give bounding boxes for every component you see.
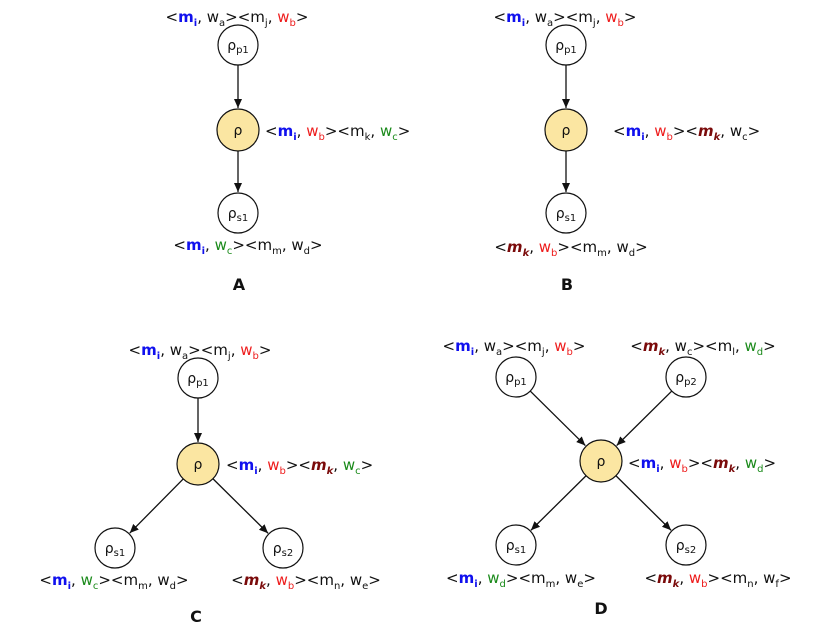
node-label-C-s2: ρs2 — [273, 541, 293, 559]
edge-D-c-s2 — [615, 475, 672, 531]
node-label-D-s1: ρs1 — [506, 538, 526, 556]
edge-D-c-s1 — [530, 475, 587, 531]
tuple-label-D-s1: <mi, wd><mm, we> — [446, 569, 596, 590]
node-D-p1 — [495, 356, 537, 398]
tuple-label-D-p1: <mi, wa><mj, wb> — [443, 337, 586, 358]
node-B-c — [544, 108, 588, 152]
tuple-label-A-s1: <mi, wc><mm, wd> — [173, 236, 322, 257]
panel-label-C: C — [190, 607, 202, 626]
tuple-label-A-p1: <mi, wa><mj, wb> — [166, 8, 309, 29]
node-label-D-s2: ρs2 — [676, 538, 696, 556]
node-B-p1 — [545, 24, 587, 66]
edge-D-p1-c — [529, 390, 586, 446]
node-C-s1 — [94, 527, 136, 569]
node-B-s1 — [545, 192, 587, 234]
node-label-A-c: ρ — [234, 123, 243, 139]
node-D-s1 — [495, 524, 537, 566]
tuple-label-C-s2: <mk, wb><mn, we> — [231, 571, 381, 592]
node-label-C-c: ρ — [194, 457, 203, 473]
tuple-label-D-p2: <mk, wc><ml, wd> — [630, 337, 775, 358]
edge-C-c-s2 — [212, 478, 269, 534]
tuple-label-B-p1: <mi, wa><mj, wb> — [494, 8, 637, 29]
node-label-B-p1: ρp1 — [555, 38, 577, 56]
node-D-c — [579, 439, 623, 483]
tuple-label-B-s1: <mk, wb><mm, wd> — [494, 238, 647, 259]
node-label-C-p1: ρp1 — [187, 371, 209, 389]
node-C-s2 — [262, 527, 304, 569]
node-label-C-s1: ρs1 — [105, 541, 125, 559]
node-label-D-p2: ρp2 — [675, 370, 697, 388]
tuple-label-D-s2: <mk, wb><mn, wf> — [644, 569, 791, 590]
node-D-p2 — [665, 356, 707, 398]
tuple-label-A-c: <mi, wb><mk, wc> — [265, 122, 410, 143]
edge-D-p2-c — [616, 390, 673, 446]
tuple-label-C-s1: <mi, wc><mm, wd> — [39, 571, 188, 592]
node-C-c — [176, 442, 220, 486]
node-D-s2 — [665, 524, 707, 566]
tuple-label-B-c: <mi, wb><mk, wc> — [613, 122, 760, 143]
node-label-B-s1: ρs1 — [556, 206, 576, 224]
edge-C-c-s1 — [129, 478, 184, 534]
node-label-D-p1: ρp1 — [505, 370, 527, 388]
panel-label-B: B — [561, 275, 573, 294]
tuple-label-D-c: <mi, wb><mk, wd> — [628, 454, 776, 475]
node-label-D-c: ρ — [597, 454, 606, 470]
tuple-label-C-c: <mi, wb><mk, wc> — [226, 456, 373, 477]
node-C-p1 — [177, 357, 219, 399]
node-label-A-s1: ρs1 — [228, 206, 248, 224]
node-label-A-p1: ρp1 — [227, 38, 249, 56]
node-A-p1 — [217, 24, 259, 66]
panel-label-D: D — [594, 599, 607, 618]
panel-label-A: A — [233, 275, 246, 294]
node-A-s1 — [217, 192, 259, 234]
node-A-c — [216, 108, 260, 152]
node-label-B-c: ρ — [562, 123, 571, 139]
tuple-label-C-p1: <mi, wa><mj, wb> — [129, 341, 272, 362]
